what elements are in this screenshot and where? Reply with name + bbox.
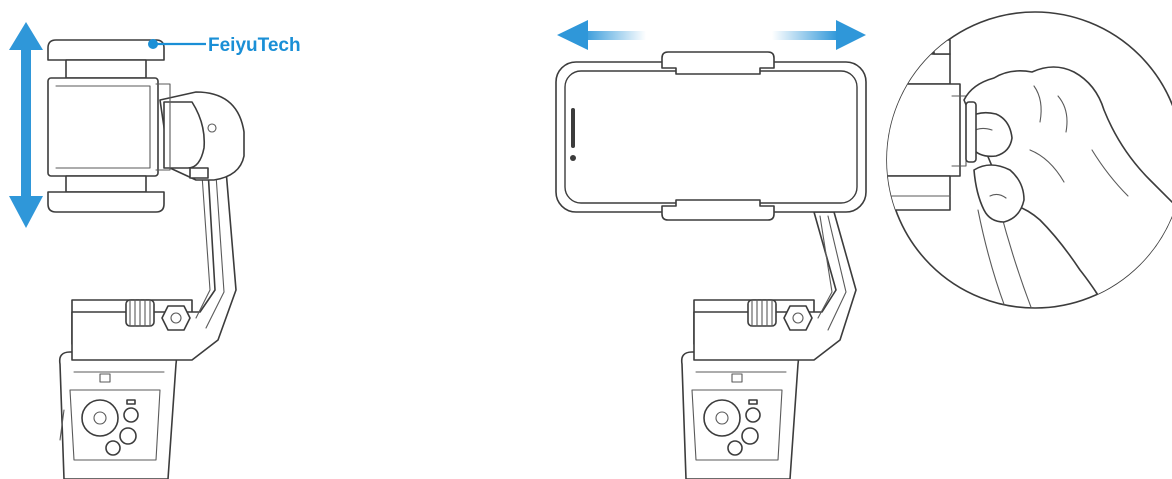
gimbal-lower-arm-middle: [694, 212, 856, 360]
middle-gimbal-figure: [556, 20, 866, 479]
vertical-adjust-arrow-icon: [9, 22, 43, 228]
mounted-smartphone: [556, 52, 866, 220]
phone-clamp-left: [48, 40, 170, 212]
horizontal-extend-arrow-right-icon: [772, 20, 866, 50]
gimbal-motor: [160, 92, 244, 180]
horizontal-extend-arrow-left-icon: [557, 20, 646, 50]
magnified-detail-circle: [880, 12, 1172, 330]
left-gimbal-figure: FeiyuTech: [9, 22, 301, 479]
brand-callout: FeiyuTech: [148, 35, 301, 56]
brand-label: FeiyuTech: [208, 35, 301, 56]
